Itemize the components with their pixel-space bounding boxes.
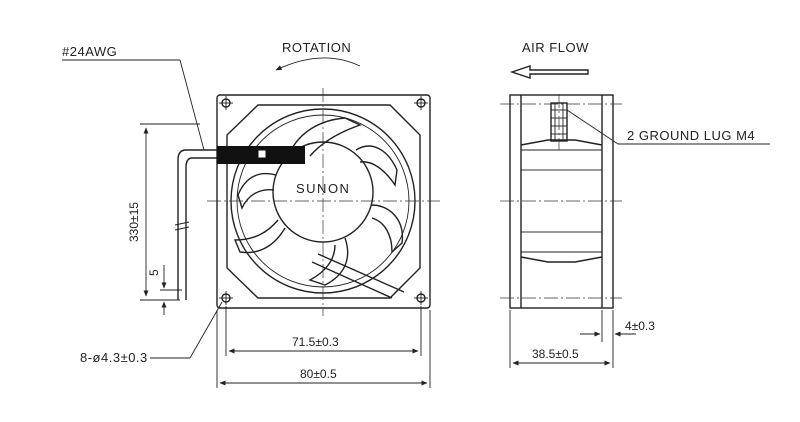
mount-holes-label: 8-ø4.3±0.3	[80, 350, 148, 365]
lead-wires	[174, 149, 217, 300]
rotation-label: ROTATION	[282, 40, 351, 55]
fan-frame-outer	[216, 94, 431, 309]
side-view: AIR FLOW 2 GROUND LUG M4 4±0.3 38.5±0.5	[500, 40, 770, 368]
hole-spacing-label: 71.5±0.3	[292, 335, 339, 349]
side-body	[509, 94, 614, 309]
brand-label: SUNON	[296, 181, 350, 196]
lead-length-label: 330±15	[127, 202, 141, 242]
left-arrow-icon	[509, 65, 589, 79]
fan-frame-inner	[226, 104, 421, 299]
wire-gauge-label: #24AWG	[62, 44, 117, 59]
lug-offset-label: 4±0.3	[625, 319, 655, 333]
ground-lug-callout: 2 GROUND LUG M4	[566, 109, 770, 145]
curved-arrow-icon	[275, 57, 361, 71]
frame-depth-label: 38.5±0.5	[532, 347, 579, 361]
dimension-hole-spacing: 71.5±0.3	[225, 306, 422, 356]
dimension-frame-depth: 38.5±0.5	[509, 310, 614, 368]
front-view: SUNON	[62, 40, 440, 388]
frame-width-label: 80±0.5	[300, 367, 337, 381]
strip-length-label: 5	[147, 269, 161, 276]
rotation-indicator: ROTATION	[275, 40, 361, 71]
dimension-lug-offset: 4±0.3	[580, 310, 655, 342]
airflow-indicator: AIR FLOW	[509, 40, 589, 79]
ground-lug-label: 2 GROUND LUG M4	[627, 128, 755, 143]
airflow-label: AIR FLOW	[522, 40, 589, 55]
dimension-strip-length: 5	[147, 265, 182, 315]
fan-strut	[311, 253, 405, 299]
dimension-frame-width: 80±0.5	[216, 310, 431, 388]
dimension-lead-length: 330±15	[127, 123, 200, 301]
wire-gauge-callout: #24AWG	[62, 44, 205, 151]
mount-holes-callout: 8-ø4.3±0.3	[80, 301, 223, 365]
mounting-holes	[219, 96, 428, 305]
fan-blades	[233, 117, 404, 286]
